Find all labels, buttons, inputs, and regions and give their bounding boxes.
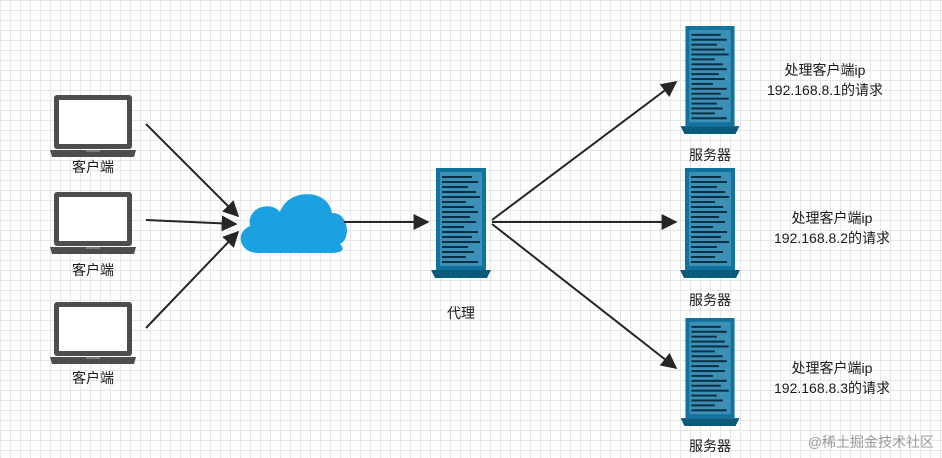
request-note-3-line-2: 192.168.8.3的请求 — [774, 380, 890, 396]
request-note-2-line-2: 192.168.8.2的请求 — [774, 230, 890, 246]
request-note-3: 处理客户端ip 192.168.8.3的请求 — [757, 358, 907, 398]
request-note-2-line-1: 处理客户端ip — [791, 210, 873, 226]
request-note-3-line-1: 处理客户端ip — [791, 360, 873, 376]
server-label-2: 服务器 — [689, 292, 731, 308]
request-note-1-line-1: 处理客户端ip — [784, 62, 866, 78]
arrow-proxy-to-server3 — [491, 223, 678, 369]
request-note-1-line-2: 192.168.8.1的请求 — [767, 82, 883, 98]
laptop-icon-2 — [50, 192, 136, 254]
watermark: @稀土掘金技术社区 — [807, 434, 934, 450]
request-note-2: 处理客户端ip 192.168.8.2的请求 — [757, 208, 907, 248]
arrow-client2-to-cloud — [145, 215, 238, 232]
client-label-3: 客户端 — [72, 370, 114, 386]
server-icon-2 — [680, 168, 740, 278]
laptop-icon-3 — [50, 302, 136, 364]
client-label-1: 客户端 — [72, 159, 114, 175]
server-icon-1 — [680, 26, 740, 134]
server-label-1: 服务器 — [689, 147, 731, 163]
cloud-icon — [240, 194, 347, 253]
proxy-server-icon — [431, 168, 491, 278]
arrow-proxy-to-server1 — [491, 81, 678, 221]
client-label-2: 客户端 — [72, 262, 114, 278]
request-note-1: 处理客户端ip 192.168.8.1的请求 — [750, 60, 900, 100]
laptop-icon-1 — [50, 95, 136, 157]
server-label-3: 服务器 — [689, 438, 731, 454]
server-icon-3 — [680, 318, 740, 426]
proxy-label: 代理 — [447, 305, 475, 321]
arrow-client3-to-cloud — [145, 230, 240, 329]
arrow-client1-to-cloud — [145, 123, 240, 218]
